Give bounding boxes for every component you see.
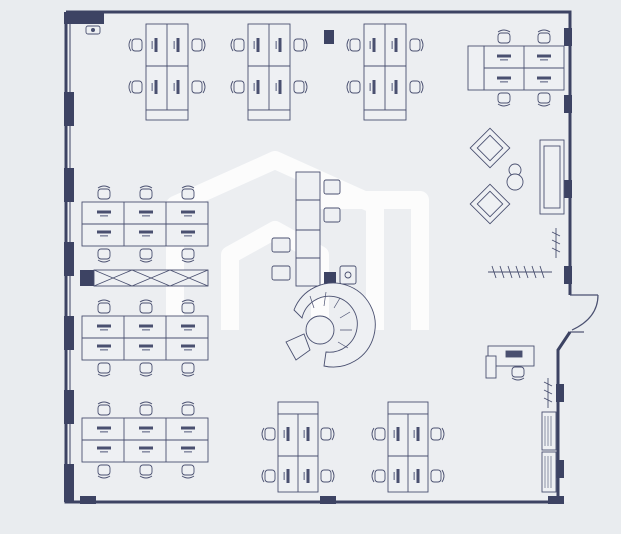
wall-pillars	[64, 12, 572, 504]
camera-icon	[85, 25, 101, 35]
central-sofa	[271, 171, 357, 287]
storage-row-left	[93, 269, 209, 287]
coat-racks	[488, 228, 561, 408]
workstation-cluster-bottom-right	[371, 401, 445, 493]
reception-desk	[485, 345, 535, 381]
workstation-cluster-right-top	[467, 29, 565, 107]
workstation-row-left-2	[81, 299, 209, 377]
workstation-row-left-1	[81, 185, 209, 263]
entrance-door	[570, 294, 599, 333]
round-table-area	[285, 282, 376, 368]
workstation-row-left-3	[81, 401, 209, 479]
lounge-area	[469, 127, 565, 225]
workstation-cluster-top-left	[128, 23, 206, 121]
workstation-cluster-bottom-left	[261, 401, 335, 493]
storage-cabinets	[541, 411, 557, 493]
workstation-cluster-top-right	[346, 23, 424, 121]
workstation-cluster-top-middle	[230, 23, 308, 121]
